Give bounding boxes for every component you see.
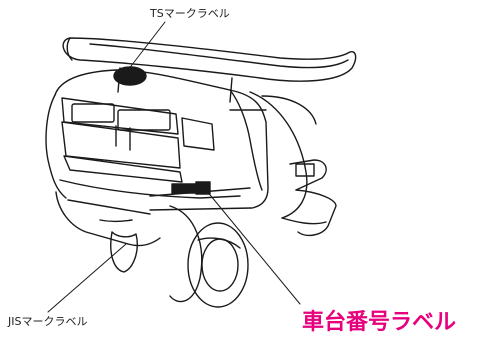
chassis-number-plate xyxy=(149,181,251,197)
ts-leader-line xyxy=(127,21,166,71)
leader-lines xyxy=(47,21,301,313)
chassis-leader-line xyxy=(205,189,301,305)
jis-mark-label: JISマークラベル xyxy=(8,315,88,328)
rear-bumper xyxy=(55,179,241,247)
rear-light-panel xyxy=(61,97,215,183)
ts-mark-label: TSマークラベル xyxy=(150,7,230,20)
left-wheel xyxy=(110,231,138,273)
rear-body xyxy=(45,69,317,219)
right-wheel xyxy=(169,205,249,308)
right-fender xyxy=(281,159,337,237)
jis-leader-line xyxy=(47,243,127,313)
chassis-number-label: 車台番号ラベル xyxy=(302,310,457,335)
